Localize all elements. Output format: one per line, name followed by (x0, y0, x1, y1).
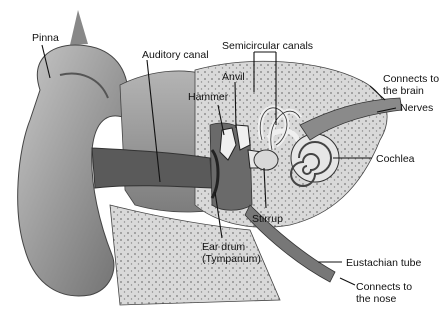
label-hammer: Hammer (188, 91, 229, 103)
label-ear-drum-1: Ear drum (202, 241, 245, 253)
label-nerves: Nerves (400, 102, 433, 114)
label-connects-nose-1: Connects to (356, 281, 412, 293)
label-connects-nose-2: the nose (356, 293, 396, 305)
label-pinna: Pinna (32, 32, 59, 44)
label-connects-brain-1: Connects to (383, 73, 439, 85)
label-auditory-canal: Auditory canal (142, 49, 209, 61)
label-anvil: Anvil (222, 71, 245, 83)
label-eustachian-tube: Eustachian tube (346, 257, 421, 269)
label-stirrup: Stirrup (252, 213, 283, 225)
label-semicircular-canals: Semicircular canals (222, 40, 313, 52)
label-ear-drum-2: (Tympanum) (202, 253, 261, 265)
label-connects-brain-2: the brain (383, 85, 424, 97)
label-cochlea: Cochlea (376, 153, 415, 165)
